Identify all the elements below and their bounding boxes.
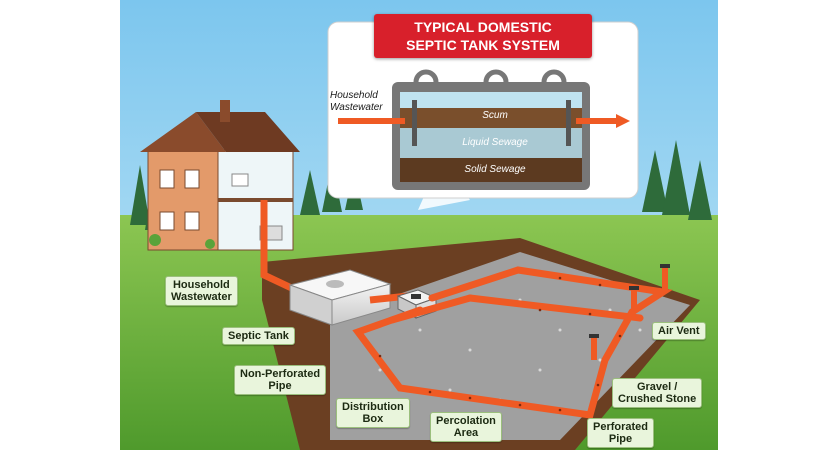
scum-layer: [400, 108, 582, 128]
title-line-2: SEPTIC TANK SYSTEM: [406, 37, 560, 53]
inset-layer-liquid: Liquid Sewage: [462, 137, 528, 148]
inset-layer-scum: Scum: [482, 110, 508, 121]
title-line-1: TYPICAL DOMESTIC: [414, 19, 552, 35]
outlet-arrow-icon: [616, 114, 630, 128]
label-gravel: Gravel / Crushed Stone: [612, 378, 703, 408]
inset-inlet-label: Household Wastewater: [330, 90, 383, 113]
septic-tank: [288, 269, 392, 326]
inset-panel: [327, 21, 639, 210]
label-non-perforated-pipe: Non-Perforated Pipe: [234, 365, 327, 395]
solid-layer: [400, 158, 582, 182]
liquid-layer: [400, 128, 582, 158]
vent-caps: [589, 264, 670, 338]
label-household-wastewater: Household Wastewater: [165, 276, 238, 306]
diagram-title: TYPICAL DOMESTIC SEPTIC TANK SYSTEM: [374, 14, 592, 58]
pipe-perforations: [378, 276, 622, 412]
label-percolation-area: Percolation Area: [430, 412, 502, 442]
label-perforated-pipe: Perforated Pipe: [587, 418, 655, 448]
house: [140, 100, 300, 251]
inset-layer-solid: Solid Sewage: [464, 164, 526, 175]
label-septic-tank: Septic Tank: [222, 327, 295, 345]
air-vent: [591, 268, 668, 360]
perforated-pipe-network: [352, 266, 673, 419]
label-distribution-box: Distribution Box: [336, 398, 410, 428]
label-air-vent: Air Vent: [652, 322, 706, 340]
house-drain-pipe: [260, 200, 302, 296]
